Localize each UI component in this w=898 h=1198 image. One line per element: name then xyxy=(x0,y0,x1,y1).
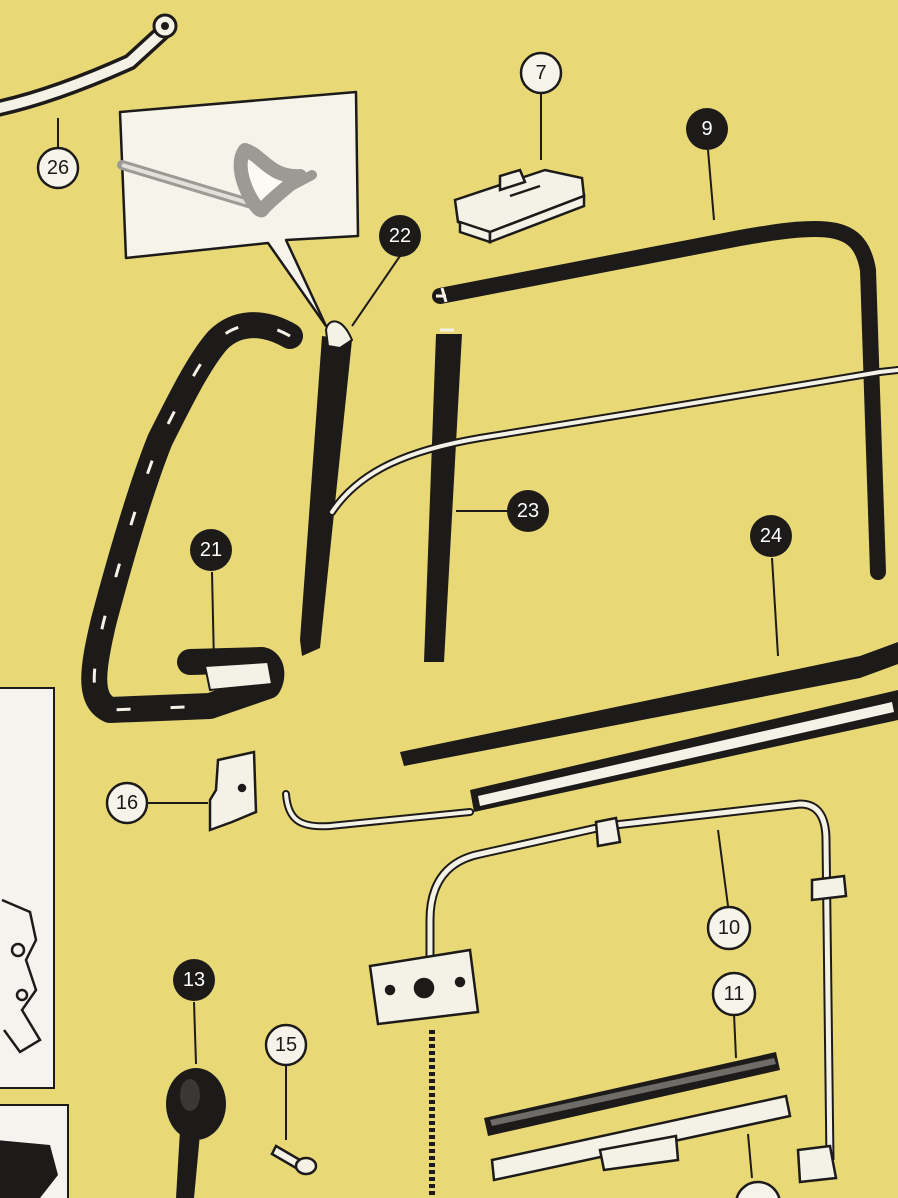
callout-21-label: 21 xyxy=(200,539,222,561)
regulator-cable xyxy=(425,799,835,1198)
chrome-strip xyxy=(328,366,898,516)
callout-10-label: 10 xyxy=(718,917,740,939)
callout-13[interactable]: 13 xyxy=(173,959,215,1001)
callout-26-label: 26 xyxy=(47,157,69,179)
window-frame-seal xyxy=(432,221,886,580)
clip xyxy=(453,168,586,244)
leader-lines xyxy=(57,94,779,1179)
callout-7[interactable]: 7 xyxy=(519,51,563,95)
callout-22[interactable]: 22 xyxy=(379,215,421,257)
lower-part-partial xyxy=(0,1140,58,1198)
quarter-window-seal xyxy=(81,312,303,723)
regulator-mechanism xyxy=(368,816,848,1184)
callout-23[interactable]: 23 xyxy=(507,490,549,532)
glass-channel xyxy=(484,1052,780,1136)
callout-15[interactable]: 15 xyxy=(264,1023,308,1067)
callout-21[interactable]: 21 xyxy=(190,529,232,571)
window-winder-knob xyxy=(166,1068,226,1198)
channel-seal xyxy=(300,320,354,656)
callout-9-label: 9 xyxy=(701,118,712,140)
glass-lift-channel xyxy=(490,1094,792,1182)
callout-7-label: 7 xyxy=(535,62,546,84)
door-pull-handle xyxy=(0,13,178,117)
side-panel xyxy=(0,687,55,1089)
callout-9[interactable]: 9 xyxy=(686,108,728,150)
callout-13-label: 13 xyxy=(183,969,205,991)
lower-chrome-strip xyxy=(282,790,474,831)
waist-seal xyxy=(400,642,898,812)
callout-26[interactable]: 26 xyxy=(36,146,80,190)
screw xyxy=(270,1144,318,1176)
callout-12-partial xyxy=(735,1180,781,1198)
callout-16-label: 16 xyxy=(116,792,138,814)
callout-11-label: 11 xyxy=(724,983,745,1005)
callout-15-label: 15 xyxy=(275,1034,297,1056)
callout-23-label: 23 xyxy=(517,500,539,522)
lock-mechanism-partial xyxy=(1,898,42,1054)
callout-22-label: 22 xyxy=(389,225,411,247)
callout-16[interactable]: 16 xyxy=(105,781,149,825)
callout-24[interactable]: 24 xyxy=(750,515,792,557)
callout-24-label: 24 xyxy=(760,525,782,547)
window-channel xyxy=(424,328,462,662)
seal-detail-inset xyxy=(117,90,360,328)
callout-11[interactable]: 11 xyxy=(711,971,757,1017)
callout-10[interactable]: 10 xyxy=(706,905,752,951)
bracket xyxy=(208,750,258,832)
